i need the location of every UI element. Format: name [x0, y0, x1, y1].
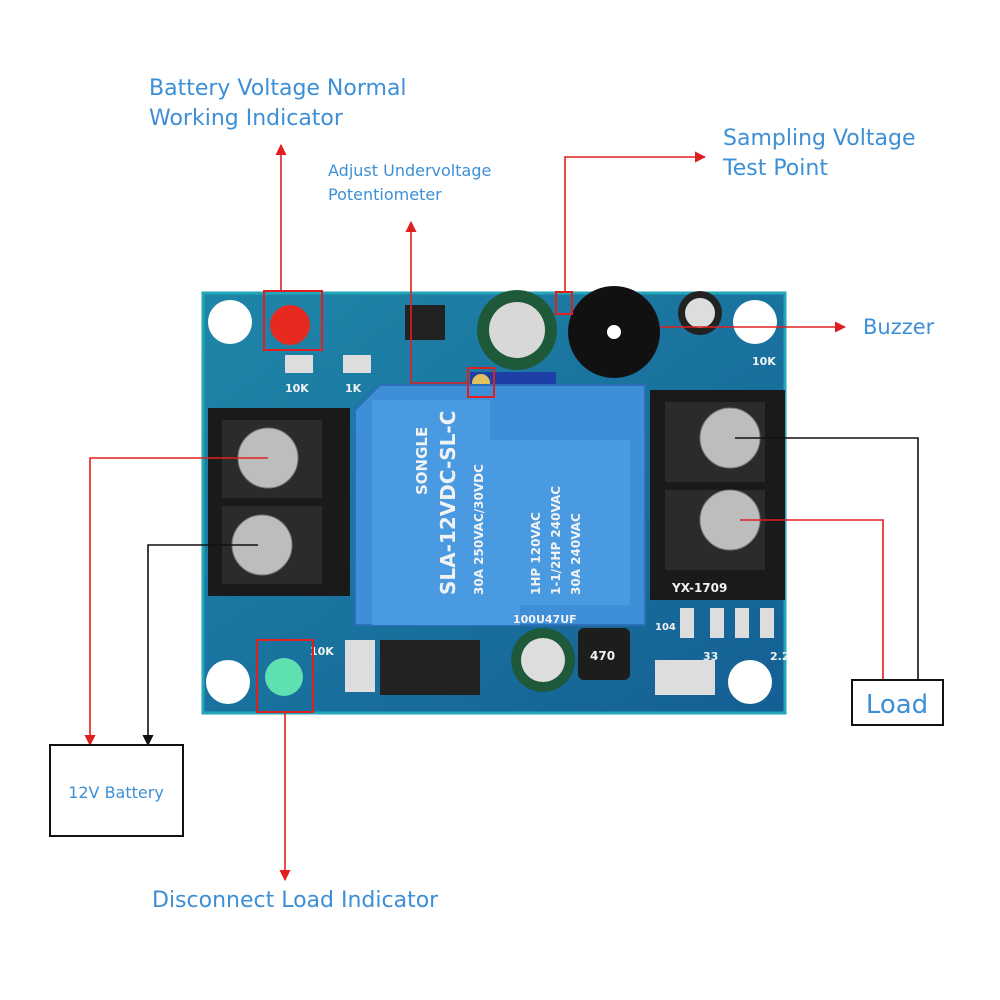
battery-normal-label: Working Indicator — [149, 106, 344, 131]
resistor-label: 10K — [752, 355, 776, 368]
resistor-label: 10K — [285, 382, 309, 395]
mount-hole — [206, 660, 250, 704]
relay-rating: 30A 250VAC/30VDC — [472, 464, 486, 595]
regulator-chip — [380, 640, 480, 695]
load-label: Load — [866, 690, 928, 720]
test-point-label: Sampling Voltage — [723, 126, 916, 151]
battery-label: 12V Battery — [68, 783, 164, 802]
buzzer-label: Buzzer — [863, 315, 935, 339]
pcb-board: SLA-12VDC-SL-C SONGLE 30A 250VAC/30VDC 1… — [201, 286, 790, 715]
load-box — [851, 679, 944, 726]
relay-model: SLA-12VDC-SL-C — [436, 411, 460, 595]
board-model: YX-1709 — [671, 581, 727, 595]
cap-label: 100U47UF — [513, 613, 577, 626]
red-led — [270, 305, 310, 345]
inductor-label: 470 — [590, 649, 615, 663]
potentiometer-label: Potentiometer — [328, 185, 442, 204]
mount-hole — [208, 300, 252, 344]
relay-brand: SONGLE — [413, 427, 431, 495]
battery-box — [49, 744, 184, 837]
diode — [345, 640, 375, 692]
mount-hole — [733, 300, 777, 344]
pointer-test-point — [564, 151, 707, 292]
disconnect-label: Disconnect Load Indicator — [152, 888, 439, 913]
pointer-potentiometer — [405, 220, 468, 384]
resistor-label: 10K — [310, 645, 334, 658]
battery-terminal-block — [208, 408, 350, 596]
transistor — [655, 660, 715, 695]
load-terminal-block — [650, 390, 785, 600]
relay-rating: 30A 240VAC — [569, 513, 583, 595]
potentiometer-label: Adjust Undervoltage — [328, 161, 491, 180]
wire-battery-positive — [84, 457, 268, 747]
relay: SLA-12VDC-SL-C SONGLE 30A 250VAC/30VDC 1… — [354, 384, 646, 626]
green-led — [265, 658, 303, 696]
relay-rating: 1-1/2HP 240VAC — [549, 486, 563, 595]
wire-battery-negative — [142, 544, 258, 747]
resistor-label: 33 — [703, 650, 718, 663]
resistor-label: 2.2 — [770, 650, 790, 663]
resistor-label: 1K — [345, 382, 362, 395]
test-point-highlight — [555, 291, 573, 315]
test-point-label: Test Point — [722, 156, 828, 181]
inductor — [578, 628, 630, 680]
mount-hole — [728, 660, 772, 704]
red-led-highlight — [263, 290, 323, 351]
wire-load-negative — [735, 437, 919, 680]
battery-normal-label: Battery Voltage Normal — [149, 76, 407, 101]
resistor-label: 104 — [655, 622, 676, 633]
wire-load-positive — [740, 519, 884, 680]
relay-rating: 1HP 120VAC — [529, 512, 543, 595]
